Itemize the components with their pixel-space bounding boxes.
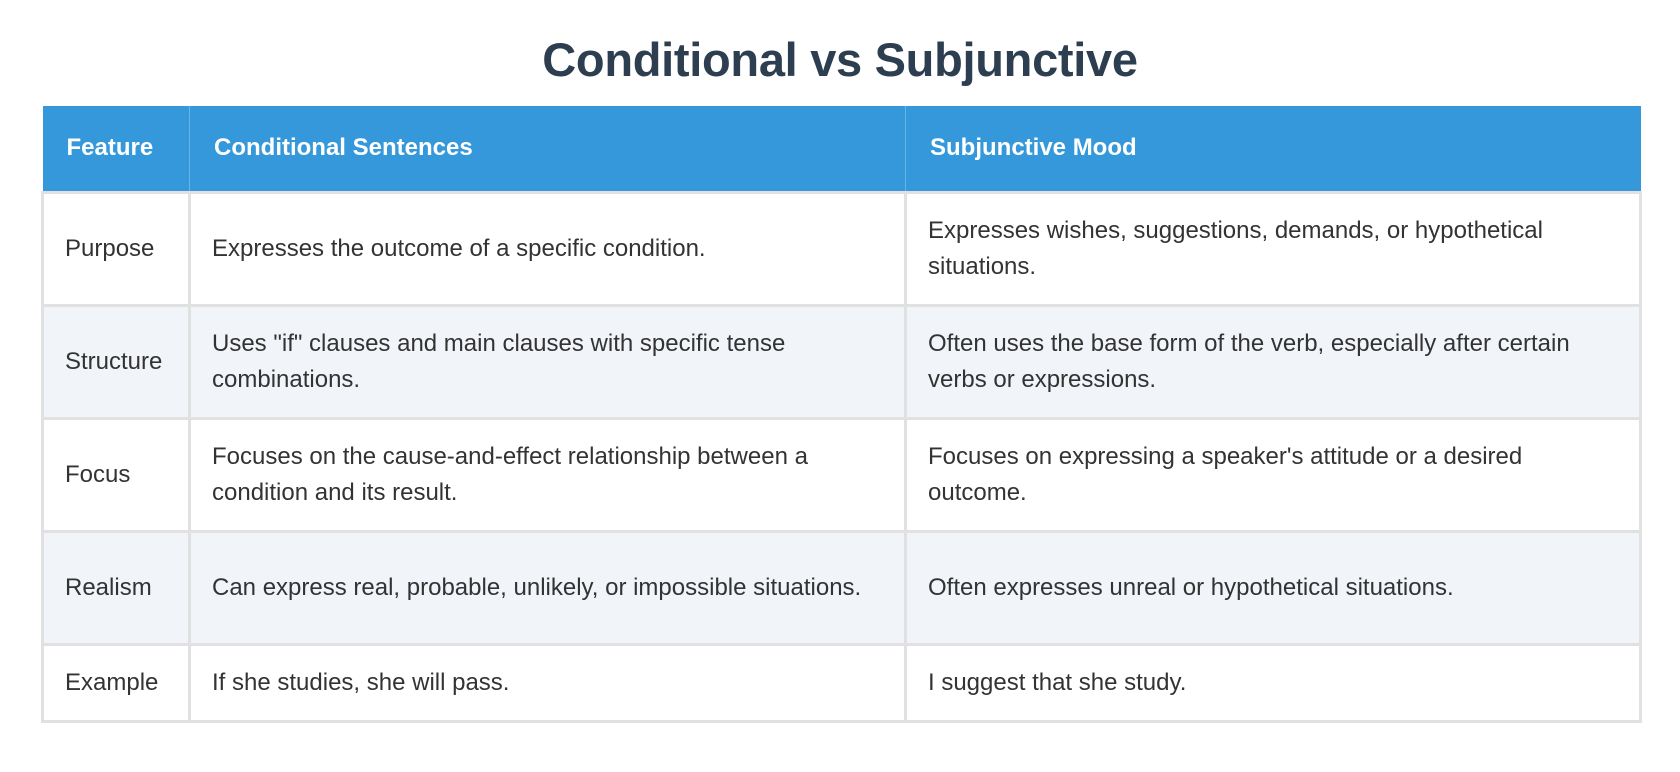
table-row-focus: Focus Focuses on the cause-and-effect re… bbox=[41, 416, 1642, 533]
table-header: Feature Conditional Sentences Subjunctiv… bbox=[42, 106, 1641, 192]
table-row-example: Example If she studies, she will pass. I… bbox=[41, 642, 1642, 723]
conditional-cell: Focuses on the cause-and-effect relation… bbox=[188, 416, 907, 533]
table-row-structure: Structure Uses "if" clauses and main cla… bbox=[41, 303, 1642, 420]
feature-cell: Example bbox=[41, 642, 191, 723]
feature-cell: Focus bbox=[41, 416, 191, 533]
subjunctive-cell: I suggest that she study. bbox=[904, 642, 1642, 723]
subjunctive-cell: Often uses the base form of the verb, es… bbox=[904, 303, 1642, 420]
header-feature: Feature bbox=[42, 106, 190, 192]
conditional-cell: If she studies, she will pass. bbox=[188, 642, 907, 723]
header-conditional-sentences: Conditional Sentences bbox=[189, 106, 906, 192]
conditional-cell: Uses "if" clauses and main clauses with … bbox=[188, 303, 907, 420]
feature-cell: Realism bbox=[41, 529, 191, 646]
comparison-table: Feature Conditional Sentences Subjunctiv… bbox=[41, 106, 1642, 723]
header-row: Feature Conditional Sentences Subjunctiv… bbox=[42, 106, 1641, 192]
table-body: Purpose Expresses the outcome of a speci… bbox=[41, 190, 1642, 723]
subjunctive-cell: Focuses on expressing a speaker's attitu… bbox=[904, 416, 1642, 533]
header-subjunctive-mood: Subjunctive Mood bbox=[905, 106, 1641, 192]
table-row-realism: Realism Can express real, probable, unli… bbox=[41, 529, 1642, 646]
table-row-purpose: Purpose Expresses the outcome of a speci… bbox=[41, 190, 1642, 307]
conditional-cell: Can express real, probable, unlikely, or… bbox=[188, 529, 907, 646]
feature-cell: Purpose bbox=[41, 190, 191, 307]
feature-cell: Structure bbox=[41, 303, 191, 420]
conditional-cell: Expresses the outcome of a specific cond… bbox=[188, 190, 907, 307]
subjunctive-cell: Often expresses unreal or hypothetical s… bbox=[904, 529, 1642, 646]
page-title: Conditional vs Subjunctive bbox=[542, 33, 1138, 86]
subjunctive-cell: Expresses wishes, suggestions, demands, … bbox=[904, 190, 1642, 307]
